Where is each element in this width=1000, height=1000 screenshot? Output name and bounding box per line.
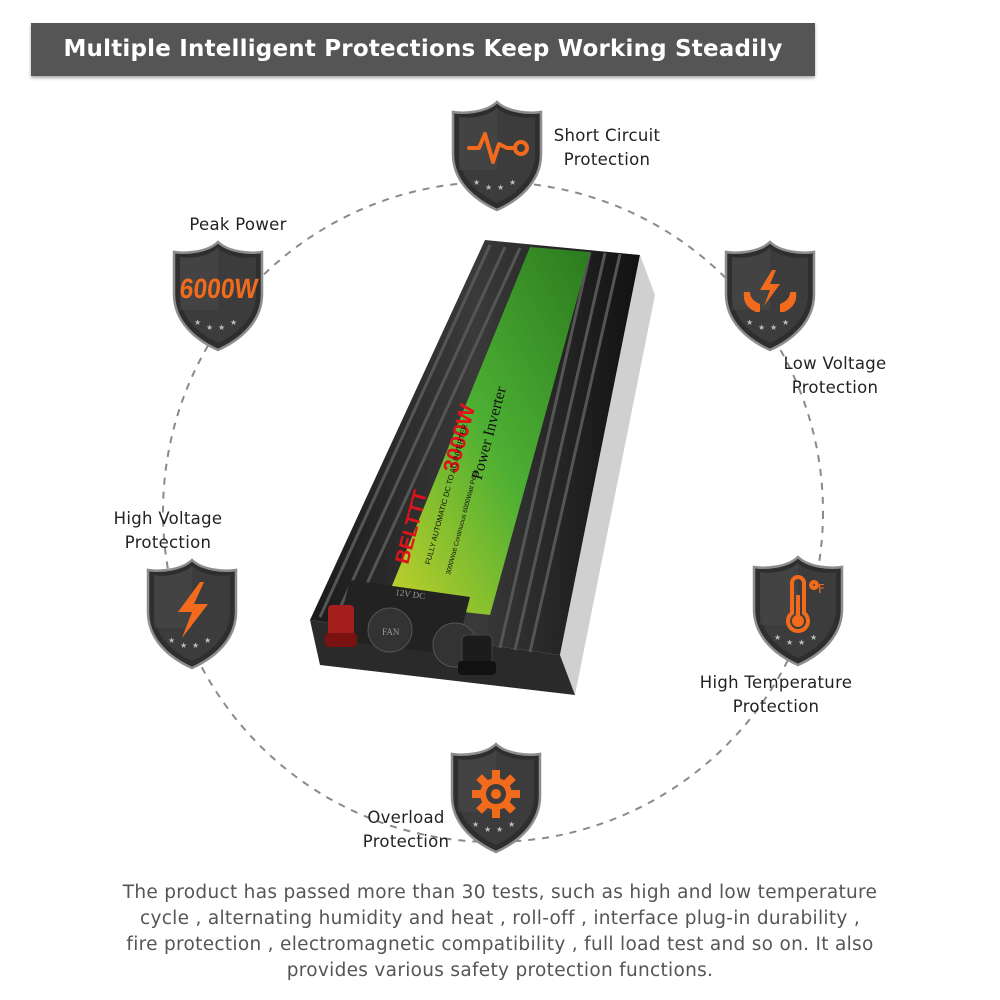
svg-text:6000W: 6000W <box>178 273 260 304</box>
inverter-product-image: 3000W Power Inverter BELTTT FULLY AUTOMA… <box>310 240 655 695</box>
description-text: The product has passed more than 30 test… <box>122 882 878 981</box>
hands-lightning-icon <box>743 270 797 312</box>
svg-text:F: F <box>818 582 825 596</box>
short-circuit-shield <box>447 100 547 212</box>
low-voltage-shield <box>720 240 820 352</box>
gear-icon <box>472 770 520 818</box>
high-temperature-shield: F <box>748 555 848 667</box>
thermometer-icon: F <box>786 575 825 633</box>
6000w-badge: 6000W <box>178 273 260 304</box>
peak-power-shield: 6000W <box>168 240 268 352</box>
high-voltage-shield <box>142 558 242 670</box>
overload-shield <box>446 742 546 854</box>
product-input-label: 12V DC <box>395 587 426 601</box>
title-banner: Multiple Intelligent Protections Keep Wo… <box>31 23 815 76</box>
pulse-icon <box>467 132 529 164</box>
product-fan-label: FAN <box>382 627 400 637</box>
peak-power-label: Peak Power <box>189 215 287 234</box>
page-title: Multiple Intelligent Protections Keep Wo… <box>63 36 783 62</box>
lightning-icon <box>178 582 208 638</box>
